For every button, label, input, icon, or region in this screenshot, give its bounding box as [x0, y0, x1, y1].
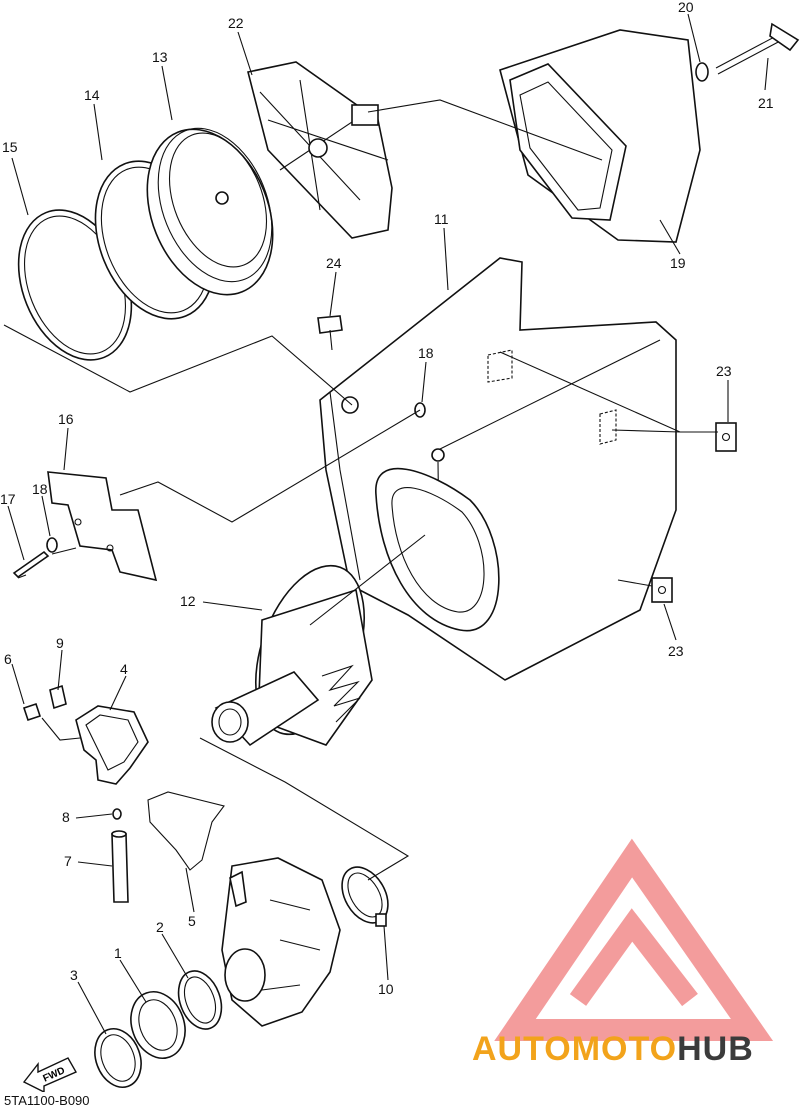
fwd-arrow-icon: FWD: [22, 1057, 77, 1092]
callout-9: 9: [56, 635, 64, 651]
callout-22: 22: [228, 15, 244, 31]
watermark-logo: [494, 838, 774, 1041]
callout-15: 15: [2, 139, 18, 155]
clamp-3: [94, 1028, 142, 1088]
watermark-hub: HUB: [677, 1030, 754, 1068]
callout-12: 12: [180, 593, 196, 609]
leader-lines: [7, 13, 769, 1035]
plate-16: [47, 471, 158, 582]
nut-23-upper: [715, 422, 737, 452]
callout-23-lower: 23: [668, 643, 684, 659]
filter-guide-22: [247, 61, 393, 239]
assembly-lines: [3, 99, 718, 881]
air-filter-19: [499, 29, 701, 243]
callout-14: 14: [84, 87, 100, 103]
cover-4: [75, 705, 149, 785]
filter-element-13: [146, 127, 274, 296]
callout-18-lower: 18: [32, 481, 48, 497]
callout-3: 3: [70, 967, 78, 983]
callout-6: 6: [4, 651, 12, 667]
callout-11: 11: [434, 211, 449, 227]
screw-17: [12, 550, 50, 579]
callout-23-upper: 23: [716, 363, 732, 379]
bolt-24: [317, 315, 343, 351]
carburetor: [221, 857, 341, 1027]
callout-4: 4: [120, 661, 128, 677]
joint-1: [130, 991, 186, 1059]
callout-17: 17: [0, 491, 16, 507]
callout-16: 16: [58, 411, 74, 427]
callout-13: 13: [152, 49, 168, 65]
callout-7: 7: [64, 853, 72, 869]
callout-5: 5: [188, 913, 196, 929]
watermark-text: AUTOMOTOHUB: [472, 1030, 754, 1069]
callout-19: 19: [670, 255, 686, 271]
pipe-7: [111, 830, 129, 903]
watermark-auto: AUTO: [472, 1030, 572, 1068]
callout-numbers: 15 14 13 22 20 21 19 11 24 18 23 23 16 1…: [0, 0, 774, 997]
callout-24: 24: [326, 255, 342, 271]
washer-20: [695, 62, 709, 82]
bolt-21: [715, 22, 800, 75]
callout-20: 20: [678, 0, 694, 15]
callout-18-upper: 18: [418, 345, 434, 361]
joint-12: [211, 564, 373, 747]
callout-2: 2: [156, 919, 164, 935]
clip-8: [112, 808, 122, 820]
screw-6: [22, 702, 42, 722]
nut-23-lower: [651, 577, 673, 603]
callout-1: 1: [114, 945, 122, 961]
clamp-10: [341, 866, 389, 927]
gasket-5: [147, 791, 225, 871]
callout-10: 10: [378, 981, 394, 997]
diagram-code: 5TA1100-B090: [4, 1093, 90, 1108]
clamp-2: [177, 970, 223, 1030]
callout-21: 21: [758, 95, 774, 111]
watermark-moto: MOTO: [571, 1030, 678, 1068]
washer-18-lower: [46, 537, 58, 553]
callout-8: 8: [62, 809, 70, 825]
air-box-11: [319, 257, 677, 681]
